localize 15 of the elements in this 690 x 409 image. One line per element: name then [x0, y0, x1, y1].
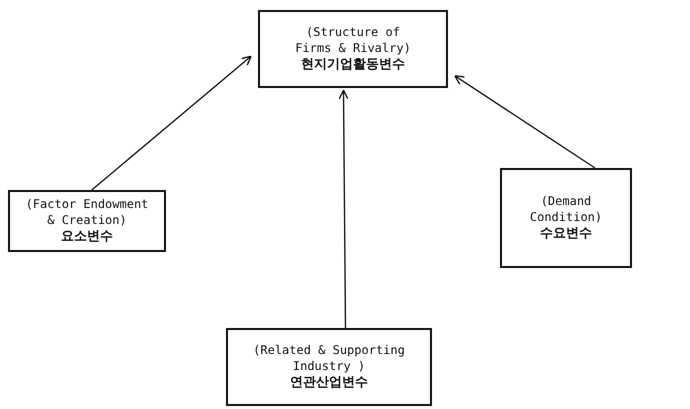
- text-box: [226, 328, 432, 406]
- korean-label: 수요변수: [540, 225, 592, 243]
- korean-label: 연관산업변수: [290, 374, 368, 392]
- arrow: [454, 75, 596, 169]
- korean-label: 요소변수: [61, 228, 113, 246]
- text-box: [258, 10, 448, 88]
- korean-label: 현지기업활동변수: [301, 56, 405, 74]
- arrow: [91, 56, 252, 190]
- english-label: (Related & Supporting Industry ): [252, 342, 406, 374]
- english-label: (Structure of Firms & Rivalry): [294, 24, 412, 56]
- english-label: (Factor Endowment & Creation): [24, 196, 150, 228]
- arrow: [338, 90, 349, 328]
- text-box: [500, 168, 632, 268]
- english-label: (Demand Condition): [528, 193, 604, 225]
- text-box: [8, 190, 166, 252]
